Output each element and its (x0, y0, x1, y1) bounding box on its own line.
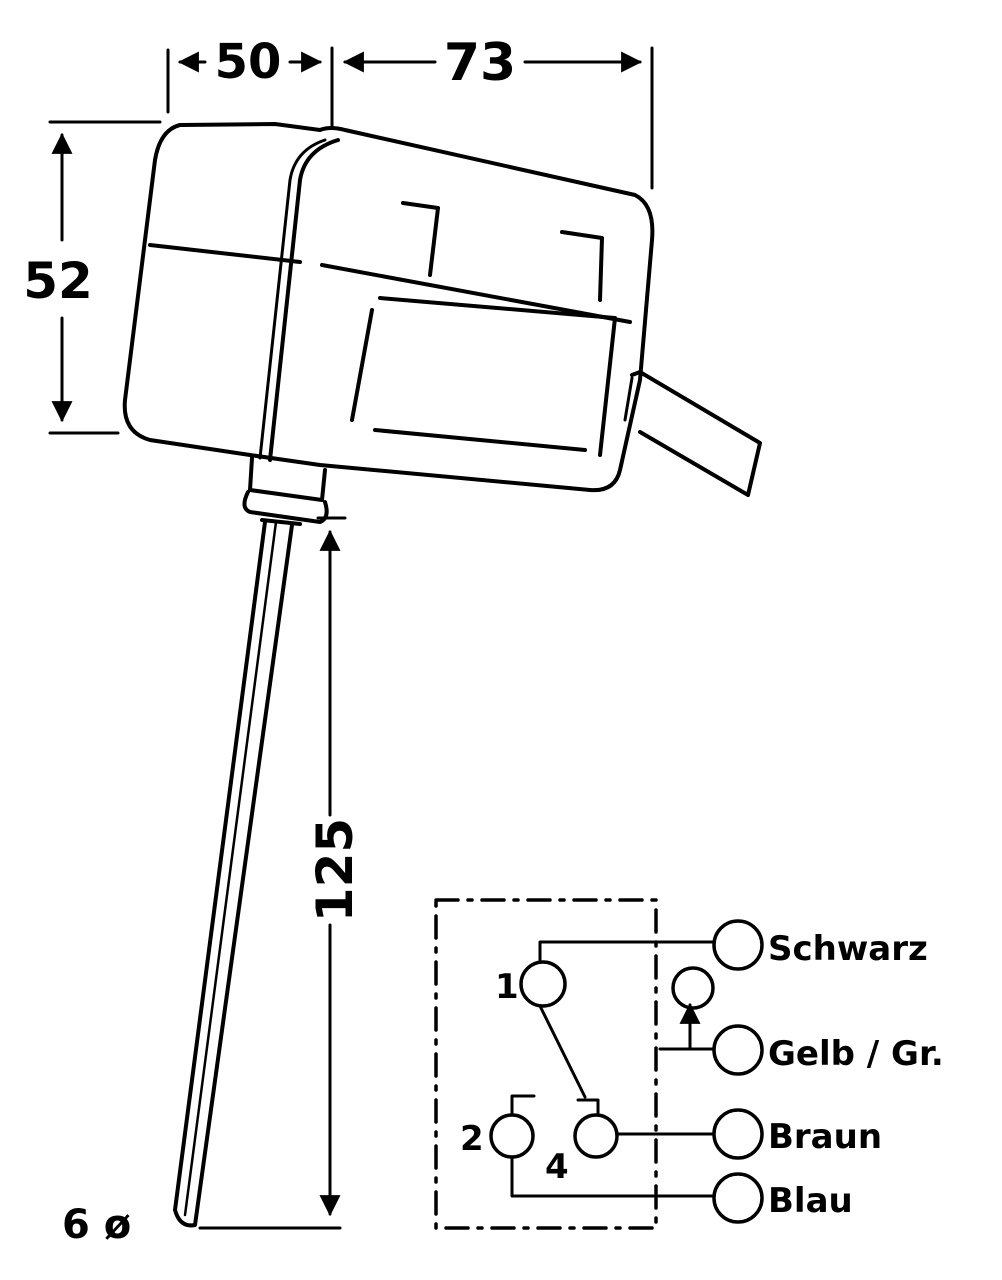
terminal-1-label: 1 (495, 967, 519, 1007)
wire-blau-label: Blau (768, 1181, 853, 1221)
probe (173, 520, 294, 1228)
wire-schwarz-circle (712, 919, 764, 971)
dimension-lines (48, 46, 654, 1230)
dimension-labels: 50 73 52 125 6 ø (23, 33, 516, 1248)
dim-probe-diameter-label: 6 ø (62, 1202, 131, 1248)
terminal-2-circle (489, 1113, 535, 1159)
dim-height-label: 52 (23, 252, 93, 310)
terminal-1-circle (519, 960, 567, 1008)
adjuster-circle (671, 966, 715, 1010)
wire-gelb-circle (712, 1024, 764, 1076)
device-housing (122, 122, 762, 526)
terminal-4-circle (573, 1113, 619, 1159)
terminal-4-label: 4 (545, 1147, 569, 1187)
dim-probe-length-label: 125 (306, 818, 364, 922)
dim-width-label: 50 (215, 34, 282, 90)
schematic-labels: 1 2 4 Schwarz Gelb / Gr. Braun Blau (460, 929, 944, 1221)
wire-gelb-label: Gelb / Gr. (768, 1034, 944, 1074)
dim-depth-label: 73 (444, 33, 516, 93)
wire-braun-circle (712, 1108, 764, 1160)
wiring-schematic (434, 898, 764, 1230)
wire-braun-label: Braun (768, 1117, 882, 1157)
terminal-2-label: 2 (460, 1119, 484, 1159)
wire-blau-circle (712, 1172, 764, 1224)
wire-schwarz-label: Schwarz (768, 929, 928, 969)
